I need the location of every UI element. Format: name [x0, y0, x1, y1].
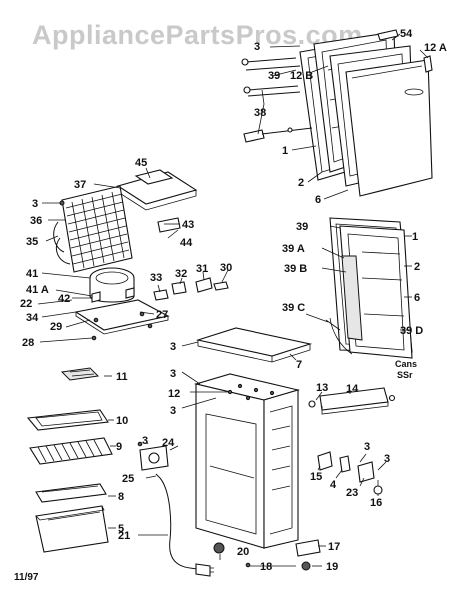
cabinet-top: [195, 327, 313, 363]
date-code: 11/97: [14, 572, 39, 583]
label-30: 30: [220, 262, 232, 274]
label-3-hinge-b: 3: [384, 453, 390, 465]
label-9: 9: [116, 441, 122, 453]
base-plate: [74, 299, 170, 331]
crisper-cover: [35, 483, 107, 503]
label-31: 31: [196, 263, 208, 275]
door-assembly: [241, 29, 433, 197]
label-39-right: 39: [296, 221, 308, 233]
label-38: 38: [254, 107, 266, 119]
label-12a: 12 A: [424, 42, 447, 54]
label-3-hinge-a: 3: [364, 441, 370, 453]
label-37: 37: [74, 179, 86, 191]
label-20: 20: [237, 546, 249, 558]
label-3: 3: [254, 41, 260, 53]
part-labels: 3 54 12 A 39 12 B 38 1 2 6 45 37 3 36 35…: [20, 28, 447, 573]
label-8: 8: [118, 491, 124, 503]
label-17: 17: [328, 541, 340, 553]
overload: [171, 281, 187, 295]
label-45: 45: [135, 157, 147, 169]
label-39b: 39 B: [284, 263, 307, 275]
door-handle: [404, 88, 424, 96]
wire-shelf: [29, 437, 113, 465]
label-13: 13: [316, 382, 328, 394]
power-cord: [155, 473, 214, 577]
watermark: AppliancePartsPros.com: [32, 20, 363, 50]
door-bin: [308, 387, 396, 415]
label-36: 36: [30, 215, 42, 227]
thermostat: [137, 441, 169, 471]
label-12: 12: [168, 388, 180, 400]
label-34: 34: [26, 312, 39, 324]
label-39d: 39 D: [400, 325, 423, 337]
label-25: 25: [122, 473, 134, 485]
label-10: 10: [116, 415, 128, 427]
crisper-drawer: [35, 505, 109, 553]
label-3-top-b: 3: [170, 368, 176, 380]
label-6-right: 6: [414, 292, 420, 304]
label-11: 11: [116, 371, 128, 383]
label-44: 44: [180, 237, 193, 249]
bottom-hinge: [245, 539, 321, 571]
cover: [195, 277, 213, 293]
door-outer-panel: [345, 59, 433, 197]
label-6: 6: [315, 194, 321, 206]
label-33: 33: [150, 272, 162, 284]
stamp-line-2: SSr: [397, 370, 413, 380]
label-35: 35: [26, 236, 38, 248]
label-27: 27: [156, 309, 168, 321]
hinge-pins: [241, 57, 313, 143]
relay: [153, 289, 169, 301]
label-24: 24: [162, 437, 175, 449]
cabinet-liner: Cans SSr: [329, 217, 417, 380]
cooling-unit: [53, 169, 229, 341]
label-12b: 12 B: [290, 70, 313, 82]
label-21: 21: [118, 530, 130, 542]
label-28: 28: [22, 337, 34, 349]
label-3-top-a: 3: [170, 341, 176, 353]
label-16: 16: [370, 497, 382, 509]
bracket: [157, 217, 181, 233]
label-14: 14: [346, 383, 359, 395]
label-1-right: 1: [412, 231, 418, 243]
condenser: [61, 185, 133, 273]
label-1: 1: [282, 145, 288, 157]
label-32: 32: [175, 268, 187, 280]
ice-tray: [60, 367, 100, 381]
label-3-top-c: 3: [170, 405, 176, 417]
label-41: 41: [26, 268, 38, 280]
label-54: 54: [400, 28, 413, 40]
label-2: 2: [298, 177, 304, 189]
label-39a: 39 A: [282, 243, 305, 255]
label-42: 42: [58, 293, 70, 305]
label-3-ctrl: 3: [142, 435, 148, 447]
label-39c: 39 C: [282, 302, 305, 314]
label-5: 5: [118, 523, 124, 535]
label-29: 29: [50, 321, 62, 333]
label-3-left: 3: [32, 198, 38, 210]
label-4: 4: [330, 479, 337, 491]
label-2-right: 2: [414, 261, 420, 273]
stamp-line-1: Cans: [395, 359, 417, 369]
leveling-foot: [213, 542, 225, 554]
label-7: 7: [296, 359, 302, 371]
label-41a: 41 A: [26, 284, 49, 296]
label-43: 43: [182, 219, 194, 231]
label-23: 23: [346, 487, 358, 499]
label-15: 15: [310, 471, 322, 483]
label-39: 39: [268, 70, 280, 82]
label-19: 19: [326, 561, 338, 573]
label-18: 18: [260, 561, 272, 573]
label-22: 22: [20, 298, 32, 310]
drip-tray-shelf: [26, 409, 109, 431]
cabinet-body: [193, 373, 301, 554]
